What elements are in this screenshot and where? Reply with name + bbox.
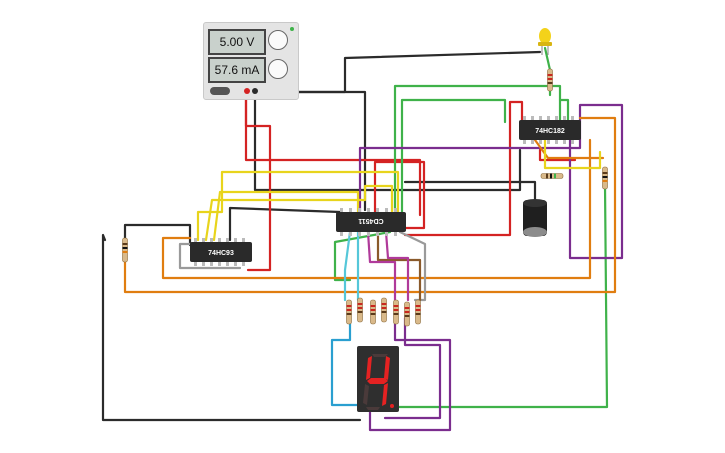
power-supply[interactable]: 5.00 V 57.6 mA — [203, 22, 299, 100]
wire-red-right[interactable] — [403, 100, 524, 237]
current-knob[interactable] — [268, 59, 288, 79]
power-indicator-icon — [290, 27, 294, 31]
resistor-bank — [346, 297, 421, 327]
wire-black-psu-down[interactable] — [253, 90, 522, 192]
wire-yellow-right[interactable] — [543, 138, 602, 170]
chip-counter[interactable]: 74HC93 — [190, 238, 252, 266]
seven-segment-display[interactable] — [357, 346, 399, 412]
current-readout: 57.6 mA — [208, 57, 266, 83]
voltage-knob[interactable] — [268, 30, 288, 50]
wire-black-left-loop[interactable] — [228, 206, 342, 242]
wire-purple-display-b[interactable] — [383, 316, 442, 420]
wire-yellow-3[interactable] — [212, 190, 360, 242]
resistor-1[interactable] — [346, 299, 352, 325]
wire-green-mid[interactable] — [400, 98, 507, 214]
wire-black-chip-link[interactable] — [403, 180, 537, 207]
wire-black-bottom-loop[interactable] — [101, 233, 362, 422]
resistor-left[interactable] — [122, 237, 128, 263]
chip-counter-label: 74HC93 — [208, 250, 234, 257]
wire-orange-counter[interactable] — [161, 138, 592, 280]
wire-green-bottom[interactable] — [333, 230, 392, 282]
wire-red-short[interactable] — [538, 148, 577, 162]
chip-decoder[interactable]: CD4511 — [336, 208, 406, 236]
wire-blue-display[interactable] — [330, 318, 360, 407]
wire-group-purple — [358, 103, 624, 432]
chip-decoder-label: CD4511 — [358, 217, 383, 224]
wire-group-misc — [178, 230, 427, 407]
digit-segments-off — [363, 354, 388, 410]
wire-brown-1[interactable] — [376, 230, 422, 302]
wire-purple-big-loop[interactable] — [358, 103, 624, 260]
wire-magenta-1[interactable] — [366, 230, 397, 302]
wire-cyan-1[interactable] — [343, 230, 352, 302]
wire-green-right[interactable] — [396, 183, 609, 409]
wire-orange-right[interactable] — [533, 138, 605, 160]
wire-black-outer-loop[interactable] — [123, 223, 192, 247]
wire-red-to-decoder[interactable] — [244, 90, 422, 217]
positive-terminal-icon[interactable] — [244, 88, 250, 94]
chip-shift[interactable]: 74HC182 — [519, 116, 581, 144]
power-toggle[interactable] — [210, 87, 230, 95]
electrolytic-capacitor[interactable] — [523, 199, 547, 237]
wire-group-red — [244, 90, 577, 272]
negative-terminal-icon[interactable] — [252, 88, 258, 94]
resistor-right-horizontal[interactable] — [540, 173, 564, 179]
wire-green-chip-right[interactable] — [558, 98, 570, 124]
resistor-4[interactable] — [381, 297, 387, 323]
wire-orange-bottom[interactable] — [123, 116, 617, 294]
wire-red-loop[interactable] — [373, 160, 426, 230]
chip-shift-label: 74HC182 — [535, 128, 565, 135]
resistor-2[interactable] — [357, 297, 363, 323]
digit-segments — [366, 356, 390, 406]
resistor-6[interactable] — [404, 301, 410, 327]
led-yellow[interactable] — [538, 28, 552, 55]
wire-magenta-2[interactable] — [384, 230, 410, 302]
wire-group-yellow — [196, 138, 602, 242]
voltage-readout: 5.00 V — [208, 29, 266, 55]
resistor-3[interactable] — [370, 299, 376, 325]
resistor-5[interactable] — [393, 299, 399, 325]
wire-purple-display-a[interactable] — [368, 316, 452, 432]
wire-group-orange — [123, 116, 617, 294]
wire-gray-counter[interactable] — [178, 242, 242, 270]
wire-gray-decoder[interactable] — [398, 230, 427, 302]
resistor-right-vertical[interactable] — [602, 166, 608, 190]
wire-yellow-2[interactable] — [204, 184, 394, 242]
resistor-led[interactable] — [547, 68, 553, 92]
resistor-7[interactable] — [415, 299, 421, 325]
